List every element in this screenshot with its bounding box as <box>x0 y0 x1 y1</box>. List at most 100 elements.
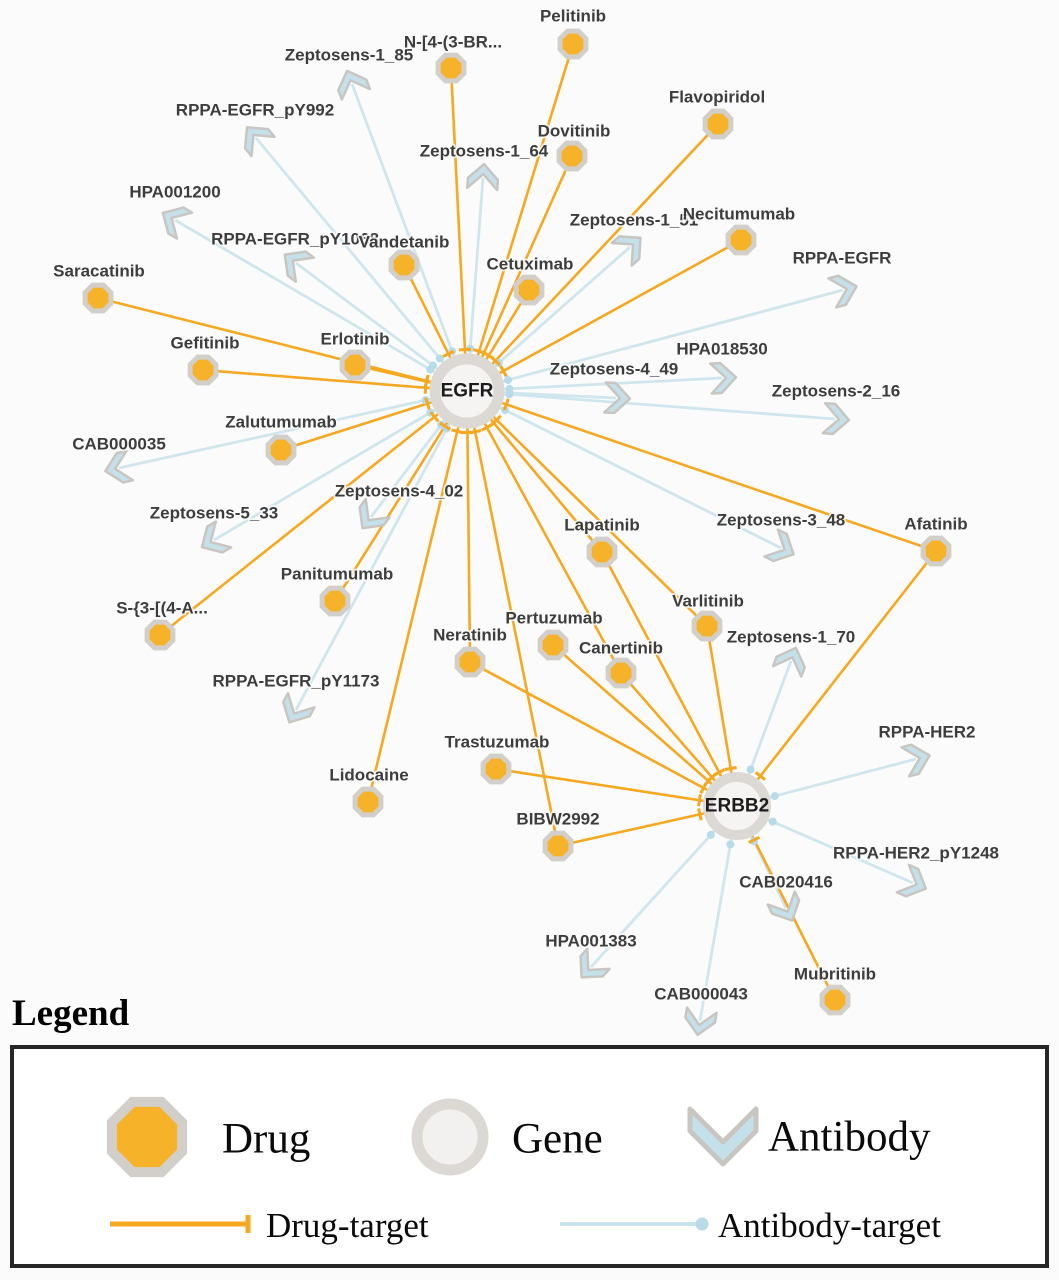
gene-node-erbb2[interactable] <box>703 772 771 840</box>
drug-edge-tee <box>748 835 761 844</box>
antibody-node-cab000035[interactable] <box>102 449 135 486</box>
drug-target-edge <box>552 644 738 807</box>
antibody-node-zeptosens-4-49[interactable] <box>603 381 632 415</box>
antibody-label: Zeptosens-3_48 <box>717 511 846 530</box>
antibody-node-rppa-egfr-py1173[interactable] <box>276 691 316 729</box>
drug-label: Gefitinib <box>171 334 240 353</box>
drug-edge-tee <box>499 364 508 377</box>
drug-label: Erlotinib <box>321 330 390 349</box>
antibody-node-zeptosens-1-85[interactable] <box>333 66 372 101</box>
drug-edge-tee <box>706 772 718 783</box>
drug-label: Vandetanib <box>359 233 450 252</box>
legend-box: Drug Gene Antibody Drug-target Antibody-… <box>10 1045 1049 1268</box>
drug-label: Canertinib <box>579 639 663 658</box>
labels-layer: Zeptosens-1_85RPPA-EGFR_pY992HPA001200RP… <box>51 5 1000 1006</box>
antibody-target-edge <box>294 390 469 711</box>
drug-node-flavopiridol[interactable] <box>702 108 734 140</box>
drug-target-edge <box>449 67 469 392</box>
antibody-node-zeptosens-1-70[interactable] <box>771 643 810 678</box>
drug-edge-tee <box>699 781 708 794</box>
drug-node-n-4-3-br[interactable] <box>435 52 467 84</box>
antibody-node-zeptosens-1-51[interactable] <box>610 226 651 267</box>
antibody-node-zeptosens-2-16[interactable] <box>821 401 851 436</box>
drug-label: N-[4-(3-BR... <box>404 33 502 52</box>
antibody-node-cab020416[interactable] <box>766 890 806 928</box>
drug-target-edge <box>465 43 575 392</box>
antibody-node-zeptosens-3-48[interactable] <box>763 528 800 568</box>
antibody-node-hpa001200[interactable] <box>155 200 194 240</box>
antibody-edge-endpoint-dot <box>435 354 444 363</box>
antibody-label: RPPA-HER2 <box>879 723 976 742</box>
drug-node-s-3-4-a[interactable] <box>144 619 176 651</box>
drug-target-edge <box>466 123 719 392</box>
drug-node-erlotinib[interactable] <box>339 349 371 381</box>
drug-edge-tee <box>423 375 430 388</box>
antibody-node-rppa-egfr[interactable] <box>827 272 860 309</box>
drug-edge-tee <box>468 429 482 435</box>
drug-node-gefitinib[interactable] <box>187 354 219 386</box>
antibody-label: Zeptosens-1_51 <box>570 211 699 230</box>
drug-label: Varlitinib <box>672 592 744 611</box>
antibody-target-edge <box>466 288 844 393</box>
drug-label: Pelitinib <box>540 7 606 26</box>
drug-node-vandetanib[interactable] <box>388 249 420 281</box>
legend-gene-label: Gene <box>512 1115 603 1163</box>
drug-node-trastuzumab[interactable] <box>480 753 512 785</box>
drug-target-edge-icon <box>110 1215 251 1233</box>
drug-node-canertinib[interactable] <box>605 657 637 689</box>
drug-node-dovitinib[interactable] <box>556 140 588 172</box>
drug-node-saracatinib[interactable] <box>82 282 114 314</box>
antibody-node-zeptosens-4-02[interactable] <box>351 497 391 537</box>
antibody-label: RPPA-EGFR <box>793 249 892 268</box>
drug-node-panitumumab[interactable] <box>319 585 351 617</box>
drug-label: Trastuzumab <box>445 733 550 752</box>
antibody-target-edge-icon <box>560 1217 709 1231</box>
antibody-node-rppa-egfr-py992[interactable] <box>236 118 276 158</box>
antibody-label: Zeptosens-1_85 <box>285 46 414 65</box>
drug-node-cetuximab[interactable] <box>513 274 545 306</box>
drug-target-edge <box>495 767 738 808</box>
antibody-label: RPPA-HER2_pY1248 <box>833 844 999 863</box>
antibody-node-cab000043[interactable] <box>683 1006 718 1038</box>
drug-node-lidocaine[interactable] <box>352 786 384 818</box>
drug-label: Lapatinib <box>564 516 640 535</box>
antibody-target-edge <box>466 389 836 421</box>
antibody-node-hpa018530[interactable] <box>709 361 738 395</box>
drug-node-pelitinib[interactable] <box>557 28 589 60</box>
drug-label: Panitumumab <box>281 565 393 584</box>
antibody-node-rppa-her2[interactable] <box>900 741 934 778</box>
drug-edge-tee <box>724 766 737 771</box>
antibody-node-hpa001383[interactable] <box>570 947 611 988</box>
drug-edge-tee <box>482 351 495 361</box>
antibody-node-zeptosens-5-33[interactable] <box>194 520 233 560</box>
drug-node-afatinib[interactable] <box>920 535 952 567</box>
drug-target-edge <box>465 390 560 847</box>
antibody-node-rppa-her2-py1248[interactable] <box>895 863 932 902</box>
drug-label: S-{3-[(4-A... <box>116 599 208 618</box>
legend-antibody-label: Antibody <box>768 1113 931 1161</box>
drug-node-zalutumumab[interactable] <box>265 434 297 466</box>
drug-node-lapatinib[interactable] <box>586 536 618 568</box>
drug-target-edge <box>466 389 937 553</box>
drug-edge-tee <box>429 411 440 423</box>
antibody-shape-icon <box>687 1106 759 1167</box>
drug-node-bibw2992[interactable] <box>542 830 574 862</box>
antibody-node-rppa-egfr-py1068[interactable] <box>276 243 316 283</box>
drug-label: Flavopiridol <box>669 88 765 107</box>
drug-node-varlitinib[interactable] <box>691 610 723 642</box>
legend-drug-target-label: Drug-target <box>266 1206 429 1245</box>
gene-shape-icon <box>411 1098 489 1176</box>
antibody-edge-endpoint-dot <box>726 840 735 849</box>
drug-node-necitumumab[interactable] <box>725 224 757 256</box>
antibody-node-zeptosens-1-64[interactable] <box>465 162 500 192</box>
drug-edge-tee <box>697 794 702 807</box>
drug-node-neratinib[interactable] <box>454 646 486 678</box>
drug-node-mubritinib[interactable] <box>819 984 851 1016</box>
antibody-label: RPPA-EGFR_pY992 <box>176 101 334 120</box>
drug-node-pertuzumab[interactable] <box>537 629 569 661</box>
drug-edge-tee <box>697 808 703 821</box>
gene-node-egfr[interactable] <box>429 353 505 429</box>
drug-label: Lidocaine <box>329 766 408 785</box>
drug-edge-tee <box>480 423 493 432</box>
antibody-label: RPPA-EGFR_pY1173 <box>213 672 380 691</box>
